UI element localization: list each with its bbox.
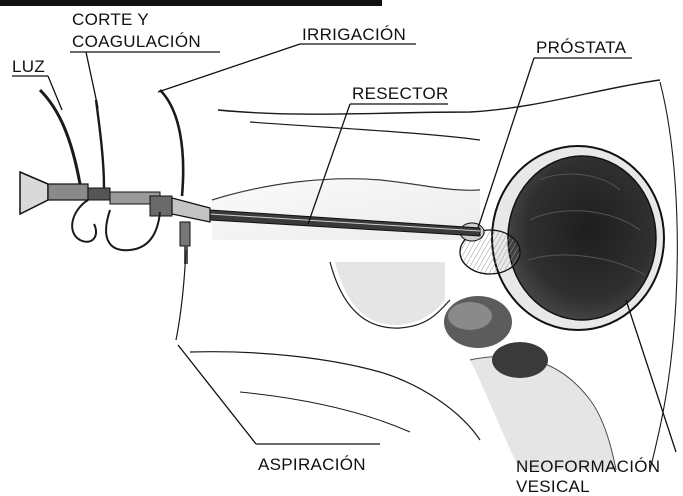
label-resector: RESECTOR — [352, 84, 449, 103]
top-border-bar — [0, 0, 382, 6]
label-neoformacion-line1: NEOFORMACIÓN — [516, 457, 660, 476]
label-aspiracion: ASPIRACIÓN — [258, 455, 366, 474]
bladder — [492, 146, 664, 330]
label-irrigacion: IRRIGACIÓN — [302, 25, 406, 44]
label-corte-line1: CORTE Y — [72, 10, 149, 29]
label-prostata: PRÓSTATA — [536, 38, 627, 57]
label-corte-line2: COAGULACIÓN — [72, 32, 201, 51]
label-luz: LUZ — [12, 57, 45, 76]
label-neoformacion-line2: VESICAL — [516, 477, 590, 496]
